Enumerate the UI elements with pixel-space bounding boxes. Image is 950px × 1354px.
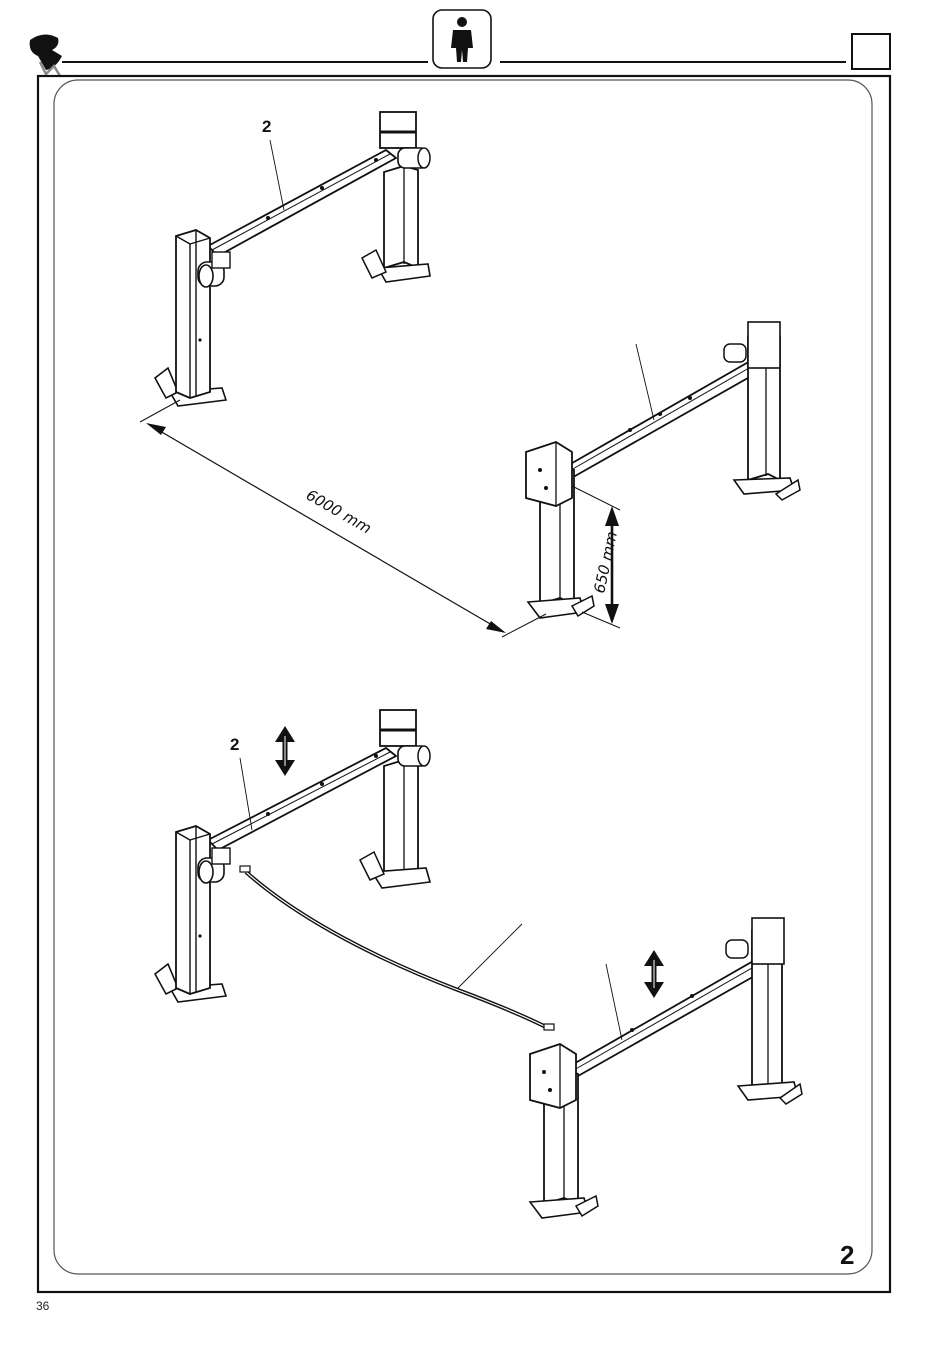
up-down-arrow-icon (275, 726, 295, 776)
step-number: 2 (840, 1240, 854, 1270)
figure-2-callout: 2 (230, 735, 239, 754)
figure-1-lift-front (526, 322, 800, 618)
header-empty-box (852, 34, 890, 69)
callout-leader (240, 758, 252, 830)
callout-leader (458, 924, 522, 988)
page-number: 36 (36, 1299, 50, 1313)
width-dimension-label: 6000 mm (303, 486, 375, 538)
callout-leader (606, 964, 622, 1040)
callout-leader (636, 344, 654, 420)
connection-cable (240, 866, 554, 1030)
figure-1-lift-back (155, 112, 430, 406)
up-down-arrow-icon (644, 950, 664, 998)
callout-leader (270, 140, 284, 210)
figure-2-lift-back (155, 710, 430, 1002)
brand-logo-icon (30, 34, 62, 76)
figure-1-callout: 2 (262, 117, 271, 136)
figure-2-lift-front (530, 918, 802, 1218)
height-dimension-label: 650 mm (590, 530, 621, 595)
outer-frame (38, 76, 890, 1292)
single-operator-icon (433, 10, 491, 68)
